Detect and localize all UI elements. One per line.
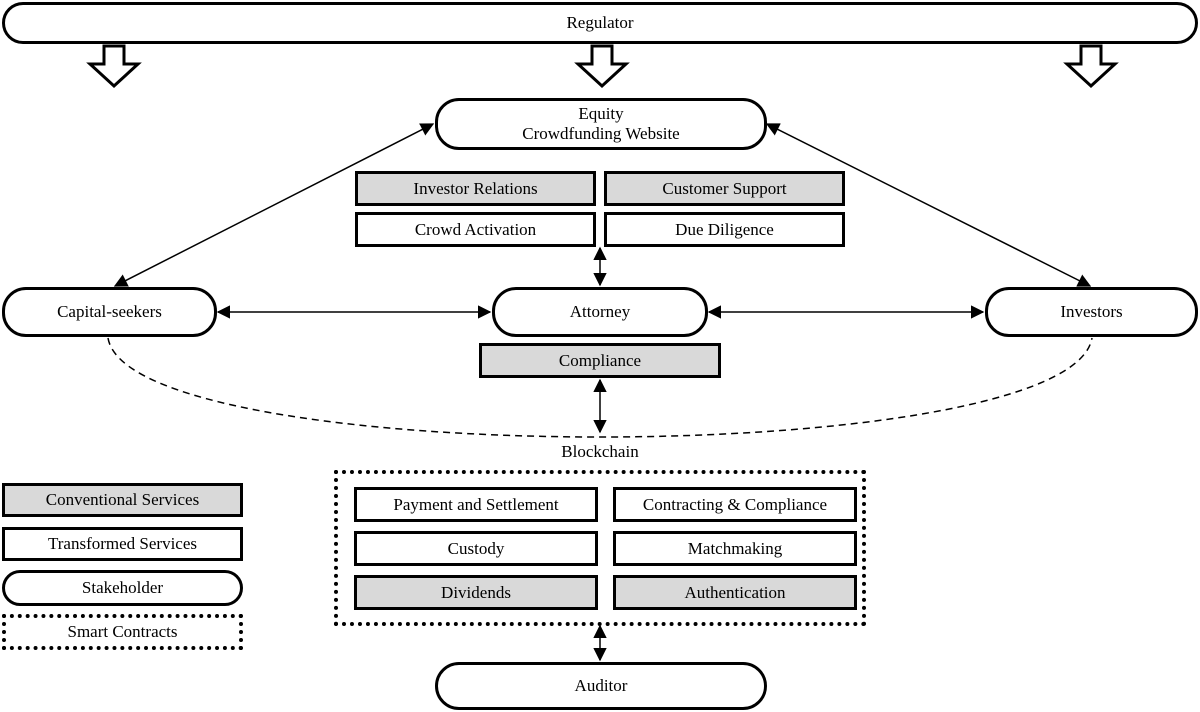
matchmaking-label: Matchmaking: [687, 538, 783, 558]
attorney-label: Attorney: [569, 302, 631, 321]
payment-settlement-box: Payment and Settlement: [354, 487, 598, 522]
investor-relations-box: Investor Relations: [355, 171, 596, 206]
attorney-node: Attorney: [492, 287, 708, 337]
blockchain-label-text: Blockchain: [561, 442, 639, 461]
dividends-label: Dividends: [441, 582, 511, 602]
equity-crowdfunding-website-node: Equity Crowdfunding Website: [435, 98, 767, 150]
contracting-compliance-box: Contracting & Compliance: [613, 487, 857, 522]
crowd-activation-box: Crowd Activation: [355, 212, 596, 247]
custody-box: Custody: [354, 531, 598, 566]
auditor-label: Auditor: [574, 676, 628, 695]
investors-node: Investors: [985, 287, 1198, 337]
website-capital-seekers-connector: [113, 123, 435, 287]
legend-transformed-label: Transformed Services: [47, 534, 198, 553]
legend-stakeholder: Stakeholder: [2, 570, 243, 606]
due-diligence-box: Due Diligence: [604, 212, 845, 247]
website-label-line1: Equity: [578, 104, 624, 123]
legend-stakeholder-label: Stakeholder: [81, 578, 164, 597]
customer-support-box: Customer Support: [604, 171, 845, 206]
capital-seekers-label: Capital-seekers: [57, 302, 162, 321]
regulator-arrow-left: [86, 44, 142, 89]
legend-smart-contracts: Smart Contracts: [2, 614, 243, 650]
payment-settlement-label: Payment and Settlement: [393, 494, 559, 514]
investors-label: Investors: [1060, 302, 1123, 321]
website-investors-connector: [765, 123, 1092, 287]
regulator-arrow-center: [574, 44, 630, 89]
dividends-box: Dividends: [354, 575, 598, 610]
authentication-label: Authentication: [684, 582, 786, 602]
matchmaking-box: Matchmaking: [613, 531, 857, 566]
customer-support-label: Customer Support: [662, 178, 787, 198]
investor-relations-label: Investor Relations: [413, 178, 538, 198]
due-diligence-label: Due Diligence: [675, 219, 774, 239]
auditor-node: Auditor: [435, 662, 767, 710]
regulator-arrow-right: [1063, 44, 1119, 89]
regulator-node: Regulator: [2, 2, 1198, 44]
compliance-box: Compliance: [479, 343, 721, 378]
legend-conventional-label: Conventional Services: [45, 490, 200, 509]
contracting-compliance-label: Contracting & Compliance: [642, 494, 828, 514]
authentication-box: Authentication: [613, 575, 857, 610]
smart-contracts-container: [334, 470, 866, 626]
custody-label: Custody: [447, 538, 505, 558]
crowd-activation-label: Crowd Activation: [414, 219, 537, 239]
legend-transformed-services: Transformed Services: [2, 527, 243, 561]
blockchain-label: Blockchain: [540, 441, 660, 463]
legend-smart-label: Smart Contracts: [67, 622, 178, 641]
blockchain-dashed-arc: [107, 337, 1093, 438]
compliance-label: Compliance: [558, 350, 642, 370]
capital-seekers-node: Capital-seekers: [2, 287, 217, 337]
regulator-label: Regulator: [566, 13, 634, 32]
website-label-line2: Crowdfunding Website: [522, 124, 680, 143]
legend-conventional-services: Conventional Services: [2, 483, 243, 517]
